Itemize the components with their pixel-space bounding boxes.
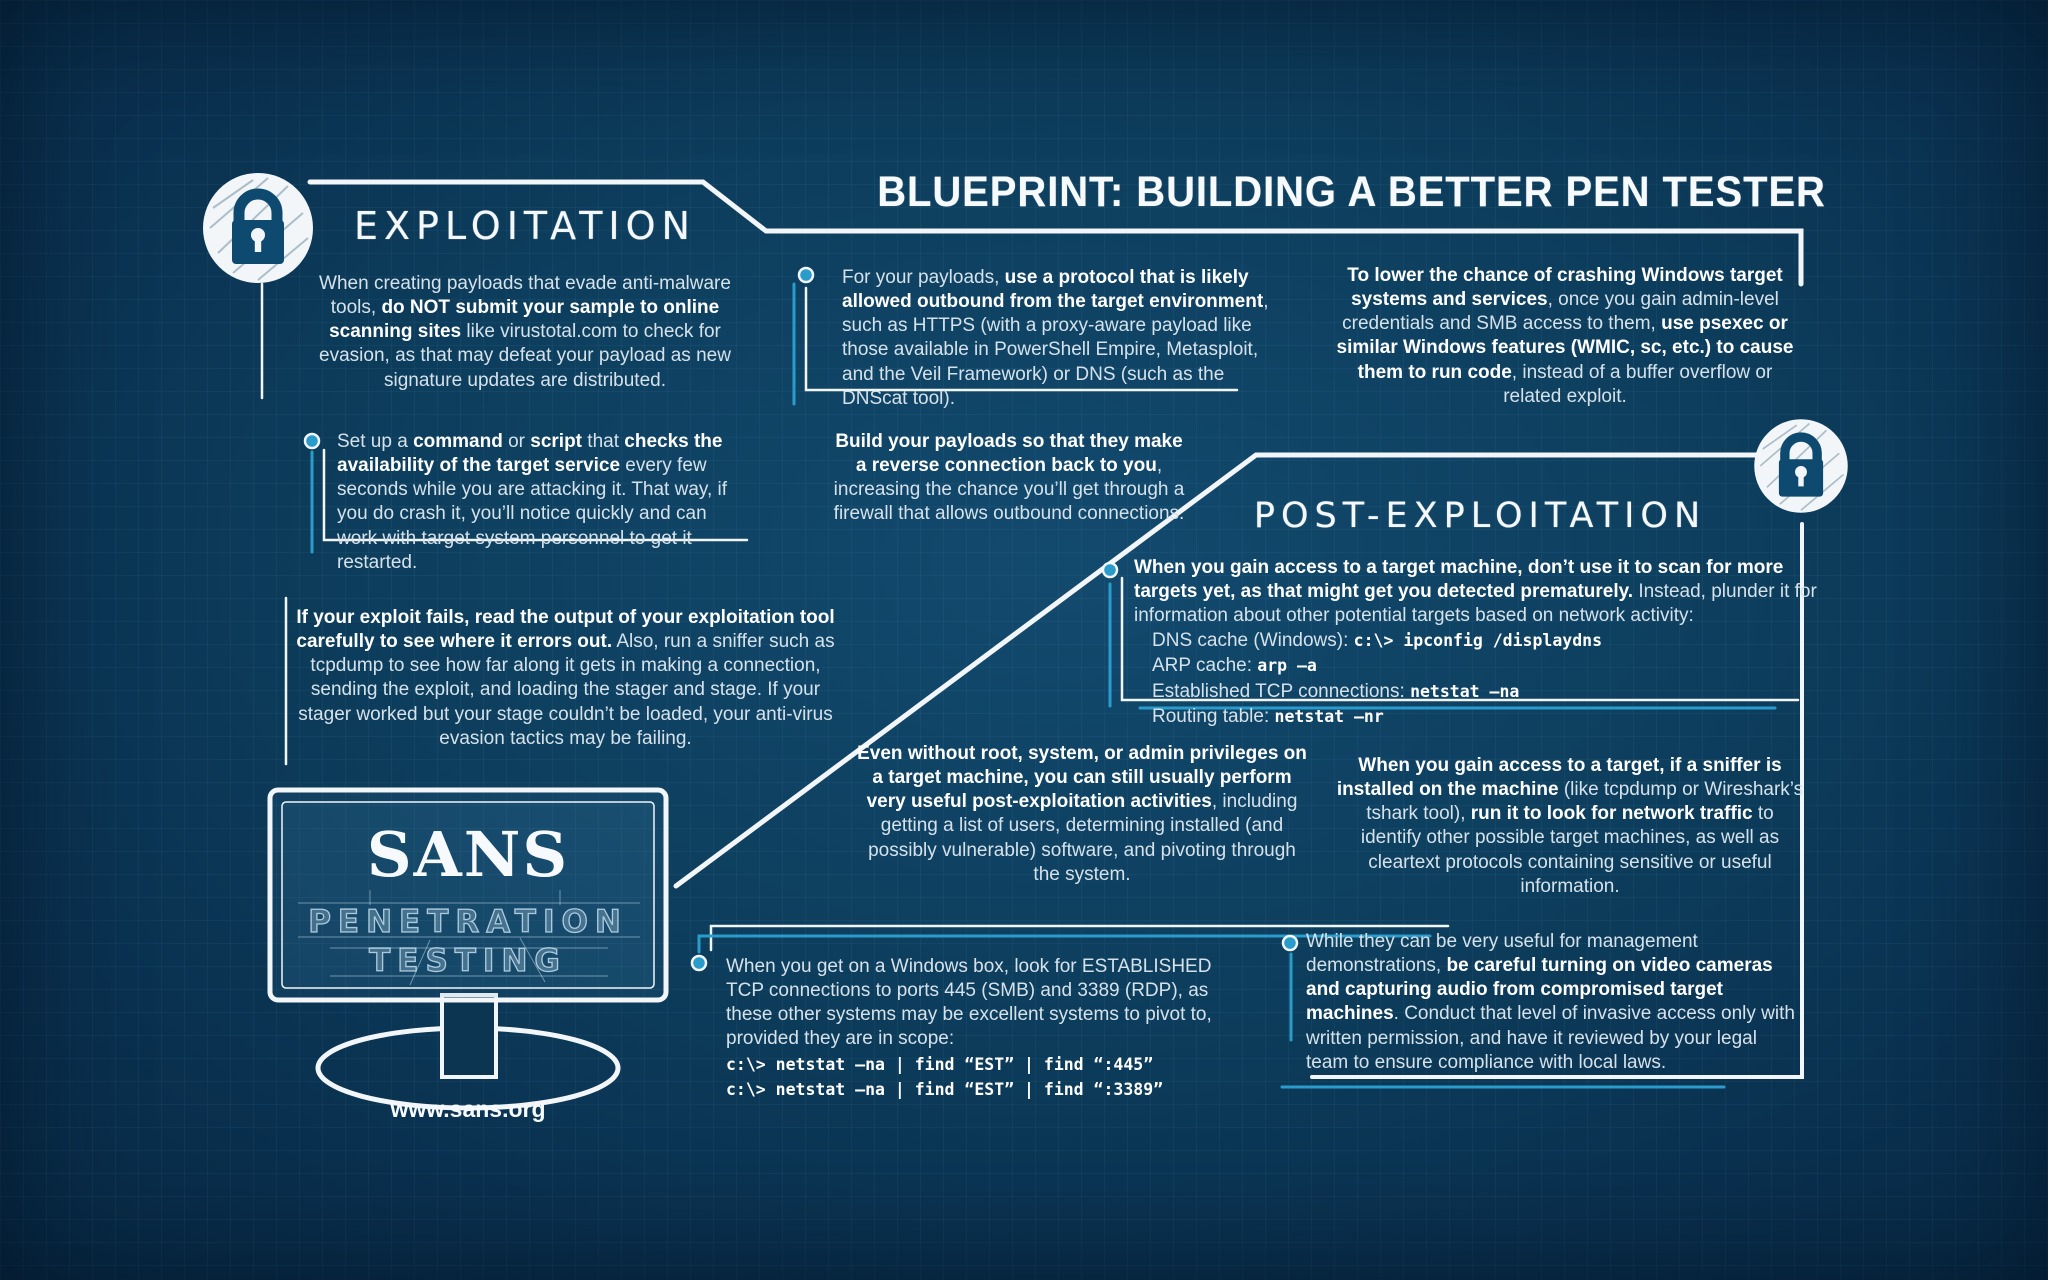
command-line: Established TCP connections: netstat –na	[1152, 680, 1520, 702]
tip-reverse-connection: Build your payloads so that they make a …	[833, 430, 1185, 527]
tip-text-segment: Instead, plunder it for information abou…	[1134, 581, 1817, 627]
command-line: c:\> netstat –na | find “EST” | find “:4…	[726, 1054, 1154, 1074]
tip-text-segment: do NOT submit your sample to online scan…	[329, 297, 720, 343]
tip-text-segment: Also, run a sniffer such as tcpdump to s…	[298, 631, 835, 749]
tip-text-segment: script	[530, 431, 583, 452]
tip-text-segment: be careful turning on video cameras and …	[1306, 955, 1773, 1025]
lock-icon	[203, 173, 313, 283]
tip-post-exploit-without-admin: Even without root, system, or admin priv…	[856, 742, 1308, 887]
command-line: c:\> netstat –na | find “EST” | find “:3…	[726, 1079, 1164, 1099]
tip-text-segment: Even without root, system, or admin priv…	[857, 743, 1307, 813]
tip-text-segment: command	[413, 431, 503, 452]
tip-text-segment: use psexec or similar Windows features (…	[1336, 313, 1794, 383]
tip-evade-scanners: When creating payloads that evade anti-m…	[300, 272, 750, 393]
bullet-dot	[797, 266, 815, 284]
tip-text-segment: that	[582, 431, 625, 452]
post-exploitation-frame-line	[673, 452, 1765, 889]
tip-text-segment: Build your payloads so that they make a …	[835, 431, 1183, 477]
testing-label: TESTING	[368, 942, 567, 979]
tip-text-segment: When creating payloads that evade anti-m…	[319, 273, 731, 319]
tip-text-segment: to identify other possible target machin…	[1360, 803, 1780, 897]
tip-text-segment: (like tcpdump or Wireshark’s tshark tool…	[1366, 779, 1804, 825]
bracket-line	[709, 924, 1450, 952]
tip-text-segment: When you gain access to a target, if a s…	[1336, 755, 1782, 801]
tip-text-segment: use a protocol that is likely allowed ou…	[842, 267, 1264, 313]
monitor-stand	[440, 993, 498, 1079]
tip-text-segment: When you get on a Windows box, look for …	[726, 956, 1212, 1050]
top-frame-line	[307, 179, 1804, 287]
right-column-line	[1310, 522, 1804, 1079]
tip-text-segment: like virustotal.com to check for evasion…	[319, 321, 731, 391]
poster-title: BLUEPRINT: BUILDING A BETTER PEN TESTER	[877, 168, 1826, 216]
bullet-dot	[690, 954, 708, 972]
section-header-exploitation: EXPLOITATION	[354, 204, 696, 248]
monitor-frame	[267, 787, 669, 1003]
monitor-screen	[281, 801, 655, 989]
tip-text-segment: While they can be very useful for manage…	[1306, 931, 1698, 977]
tip-text-segment: every few seconds while you are attackin…	[337, 455, 728, 573]
penetration-label: PENETRATION	[308, 903, 628, 940]
tip-run-sniffer: When you gain access to a target, if a s…	[1336, 754, 1804, 899]
bullet-dot	[303, 432, 321, 450]
tip-exploit-fails: If your exploit fails, read the output o…	[293, 606, 838, 751]
tip-text-segment: , such as HTTPS (with a proxy-aware payl…	[842, 291, 1269, 409]
bracket-line	[1120, 576, 1800, 702]
command-line: ARP cache: arp –a	[1152, 655, 1317, 677]
bracket-line	[322, 448, 749, 542]
tip-text-segment: When you gain access to a target machine…	[1134, 557, 1784, 603]
tip-text-segment: Set up a	[337, 431, 414, 452]
tip-text-segment: , instead of a buffer overflow or relate…	[1503, 361, 1773, 407]
tip-service-check: Set up a command or script that checks t…	[337, 430, 751, 575]
tip-text-segment: run it to look for network traffic	[1470, 803, 1753, 825]
tip-pivot-established: When you get on a Windows box, look for …	[726, 955, 1254, 1102]
tip-text-segment: , once you gain admin-level credentials …	[1342, 289, 1779, 335]
tip-plunder-network-info: When you gain access to a target machine…	[1134, 556, 1820, 729]
bullet-dot	[1101, 561, 1119, 579]
tip-text-segment: checks the availability of the target se…	[337, 431, 723, 477]
tip-text-segment: . Conduct that level of invasive access …	[1306, 1003, 1795, 1073]
section-header-post-exploitation: POST-EXPLOITATION	[1253, 496, 1707, 536]
tip-text-segment: If your exploit fails, read the output o…	[296, 607, 835, 653]
tip-text-segment: , increasing the chance you’ll get throu…	[833, 455, 1185, 525]
tip-outbound-protocol: For your payloads, use a protocol that i…	[842, 266, 1272, 411]
bracket-line	[804, 286, 1239, 392]
sans-url: www.sans.org	[390, 1096, 546, 1122]
command-line: DNS cache (Windows): c:\> ipconfig /disp…	[1152, 630, 1603, 652]
accent-line	[697, 934, 1432, 954]
tip-text-segment: To lower the chance of crashing Windows …	[1347, 265, 1783, 311]
tip-text-segment: For your payloads,	[842, 267, 1005, 288]
bullet-dot	[1281, 934, 1299, 952]
tip-use-psexec: To lower the chance of crashing Windows …	[1330, 264, 1800, 409]
lock-icon	[1754, 419, 1848, 513]
tip-text-segment: or	[502, 431, 531, 452]
command-line: Routing table: netstat –nr	[1152, 705, 1384, 727]
tip-text-segment: , including getting a list of users, det…	[868, 791, 1298, 885]
tip-camera-audio-caution: While they can be very useful for manage…	[1306, 930, 1798, 1075]
monitor-illustration	[267, 787, 669, 1111]
sans-logo: SANS	[366, 818, 570, 891]
